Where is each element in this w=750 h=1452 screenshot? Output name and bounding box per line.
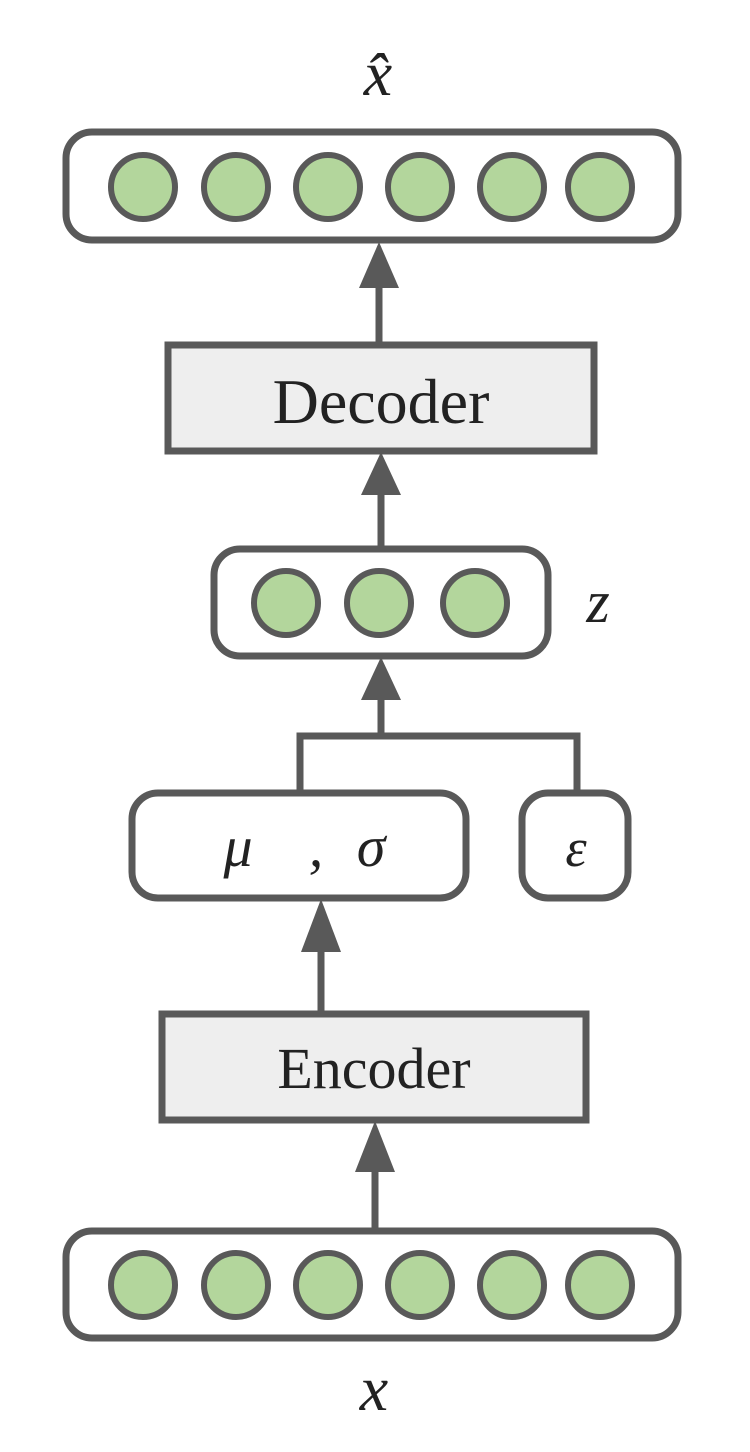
- arrow-decoder-to-output: [359, 242, 399, 344]
- encoder-block: [158, 1010, 590, 1124]
- input-node: [477, 1250, 547, 1320]
- input-node: [565, 1250, 635, 1320]
- input-nodes: [108, 1250, 635, 1320]
- encoder-label: Encoder: [277, 1036, 470, 1101]
- sigma-label: σ: [357, 814, 388, 879]
- latent-node: [251, 568, 321, 638]
- output-node: [293, 152, 363, 222]
- output-nodes: [108, 152, 635, 222]
- arrow-latent-to-decoder: [361, 452, 401, 548]
- input-node: [108, 1250, 178, 1320]
- decoder-block: [164, 341, 598, 455]
- output-label: x̂: [363, 38, 392, 109]
- input-node: [201, 1250, 271, 1320]
- arrow-sampling-to-latent: [296, 657, 581, 792]
- epsilon-box: [518, 789, 632, 902]
- input-node: [293, 1250, 363, 1320]
- output-node: [477, 152, 547, 222]
- input-node: [385, 1250, 455, 1320]
- epsilon-label: ε: [565, 818, 587, 878]
- output-node: [108, 152, 178, 222]
- latent-node: [440, 568, 510, 638]
- mean-std-box: [128, 789, 470, 902]
- latent-node: [344, 568, 414, 638]
- latent-nodes: [251, 568, 510, 638]
- output-node: [565, 152, 635, 222]
- decoder-label: Decoder: [273, 366, 490, 437]
- input-label: x: [359, 1353, 388, 1424]
- arrow-encoder-to-mean-std: [301, 899, 341, 1013]
- output-node: [385, 152, 455, 222]
- arrow-input-to-encoder: [355, 1121, 395, 1230]
- mu-label: μ: [222, 814, 252, 879]
- comma-label: ,: [309, 814, 324, 879]
- latent-label: z: [585, 569, 609, 635]
- output-node: [201, 152, 271, 222]
